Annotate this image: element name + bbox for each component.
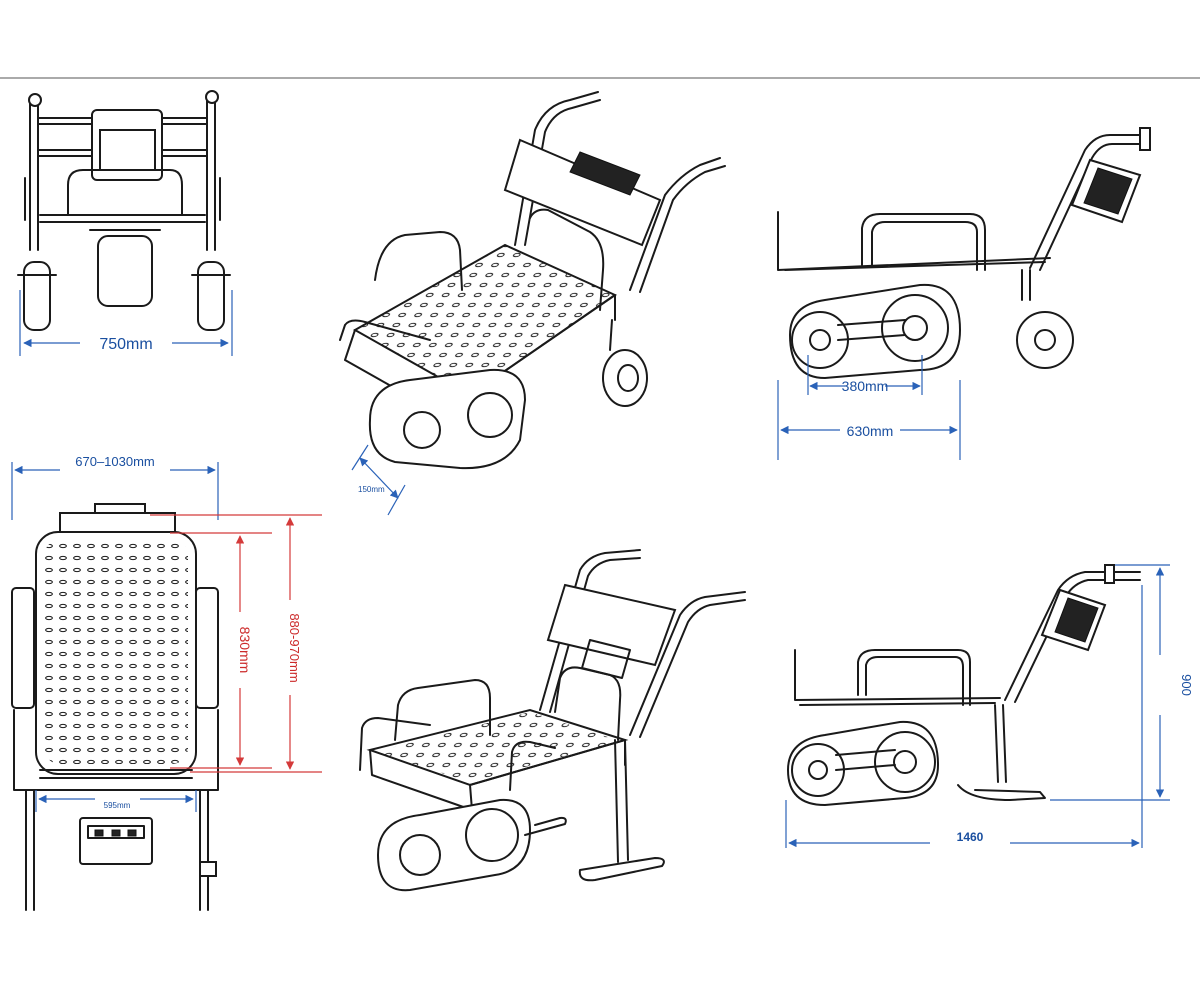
plan-view: 670–1030mm 830mm 880-970mm	[11, 454, 322, 911]
side-height-label: 900	[1179, 674, 1194, 696]
plan-deck-length-label: 830mm	[237, 627, 253, 674]
plan-deck-width-label: 595mm	[104, 801, 131, 810]
front-width-label: 750mm	[99, 336, 152, 353]
plan-overall-length-label: 880-970mm	[287, 613, 302, 682]
side-view-top: 380mm 630mm	[777, 127, 1151, 460]
side-inner-label: 380mm	[842, 378, 889, 394]
plan-width-label: 670–1030mm	[75, 454, 155, 469]
perspective-top-view: 150mm	[339, 91, 726, 516]
side-length-label: 1460	[957, 830, 984, 844]
front-view: 750mm	[17, 90, 233, 356]
side-view-bottom: 900 1460	[785, 564, 1194, 848]
perspective-bottom-view	[359, 549, 746, 892]
perspective-track-label: 150mm	[358, 485, 385, 494]
side-outer-label: 630mm	[847, 423, 894, 439]
